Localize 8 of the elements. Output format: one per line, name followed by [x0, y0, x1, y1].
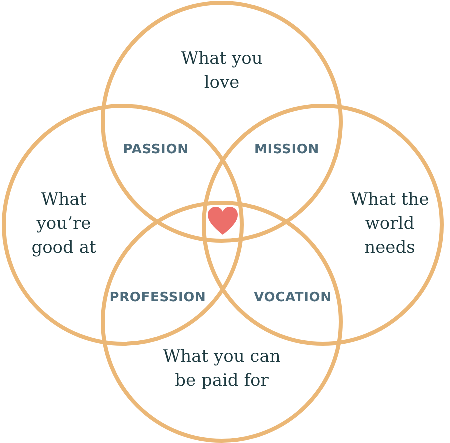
circle-label: What you love — [180, 48, 264, 95]
overlap-label: PROFESSION — [110, 289, 206, 308]
circle-label: What you’re good at — [30, 189, 98, 260]
overlap-label: MISSION — [254, 141, 320, 160]
overlap-label: PASSION — [123, 141, 189, 160]
overlap-label: VOCATION — [254, 289, 332, 308]
circle-label: What the world needs — [350, 189, 430, 260]
circle-label: What you can be paid for — [162, 346, 282, 393]
